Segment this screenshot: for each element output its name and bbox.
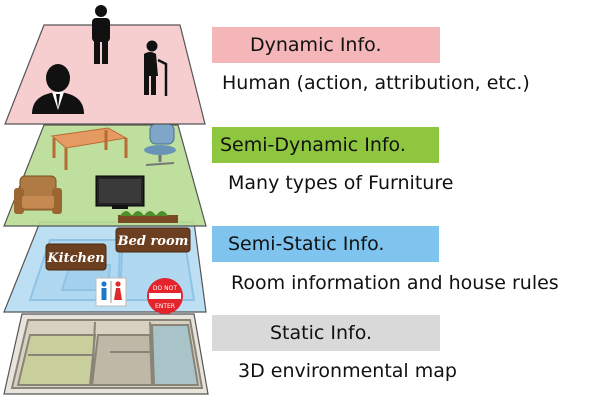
bedroom-sign: Bed room bbox=[115, 227, 191, 253]
do-not-enter-line1: DO NOT bbox=[153, 285, 177, 292]
do-not-enter-line2: ENTER bbox=[155, 303, 175, 310]
semi-static-info-label: Semi-Static Info. bbox=[212, 226, 439, 262]
do-not-enter-sign-icon: DO NOT ENTER bbox=[147, 278, 183, 314]
armchair-icon bbox=[14, 175, 62, 214]
elderly-person-cane-icon bbox=[144, 40, 168, 96]
static-layer bbox=[3, 313, 209, 395]
television-icon bbox=[95, 175, 145, 209]
dynamic-layer bbox=[4, 5, 206, 125]
semi-dynamic-info-label: Semi-Dynamic Info. bbox=[212, 127, 439, 163]
static-info-description: 3D environmental map bbox=[238, 360, 457, 382]
bedroom-sign-label: Bed room bbox=[117, 234, 189, 249]
dynamic-info-description: Human (action, attribution, etc.) bbox=[222, 72, 530, 94]
semi-static-layer: Kitchen Bed room DO NOT ENTER bbox=[3, 221, 207, 314]
plant-decoration bbox=[118, 211, 178, 223]
semi-dynamic-info-description: Many types of Furniture bbox=[228, 172, 454, 194]
office-chair-icon bbox=[144, 123, 176, 166]
semi-static-info-description: Room information and house rules bbox=[231, 272, 559, 294]
kitchen-sign: Kitchen bbox=[45, 243, 107, 271]
static-info-label: Static Info. bbox=[212, 315, 440, 351]
kitchen-sign-label: Kitchen bbox=[46, 251, 104, 266]
floor-map-3d bbox=[10, 319, 204, 389]
table-icon bbox=[50, 127, 128, 170]
restroom-sign-icon bbox=[95, 277, 127, 307]
person-standing-icon bbox=[92, 5, 110, 64]
semi-dynamic-layer bbox=[3, 123, 207, 227]
dynamic-info-label: Dynamic Info. bbox=[212, 27, 440, 63]
businessman-icon bbox=[32, 64, 84, 114]
